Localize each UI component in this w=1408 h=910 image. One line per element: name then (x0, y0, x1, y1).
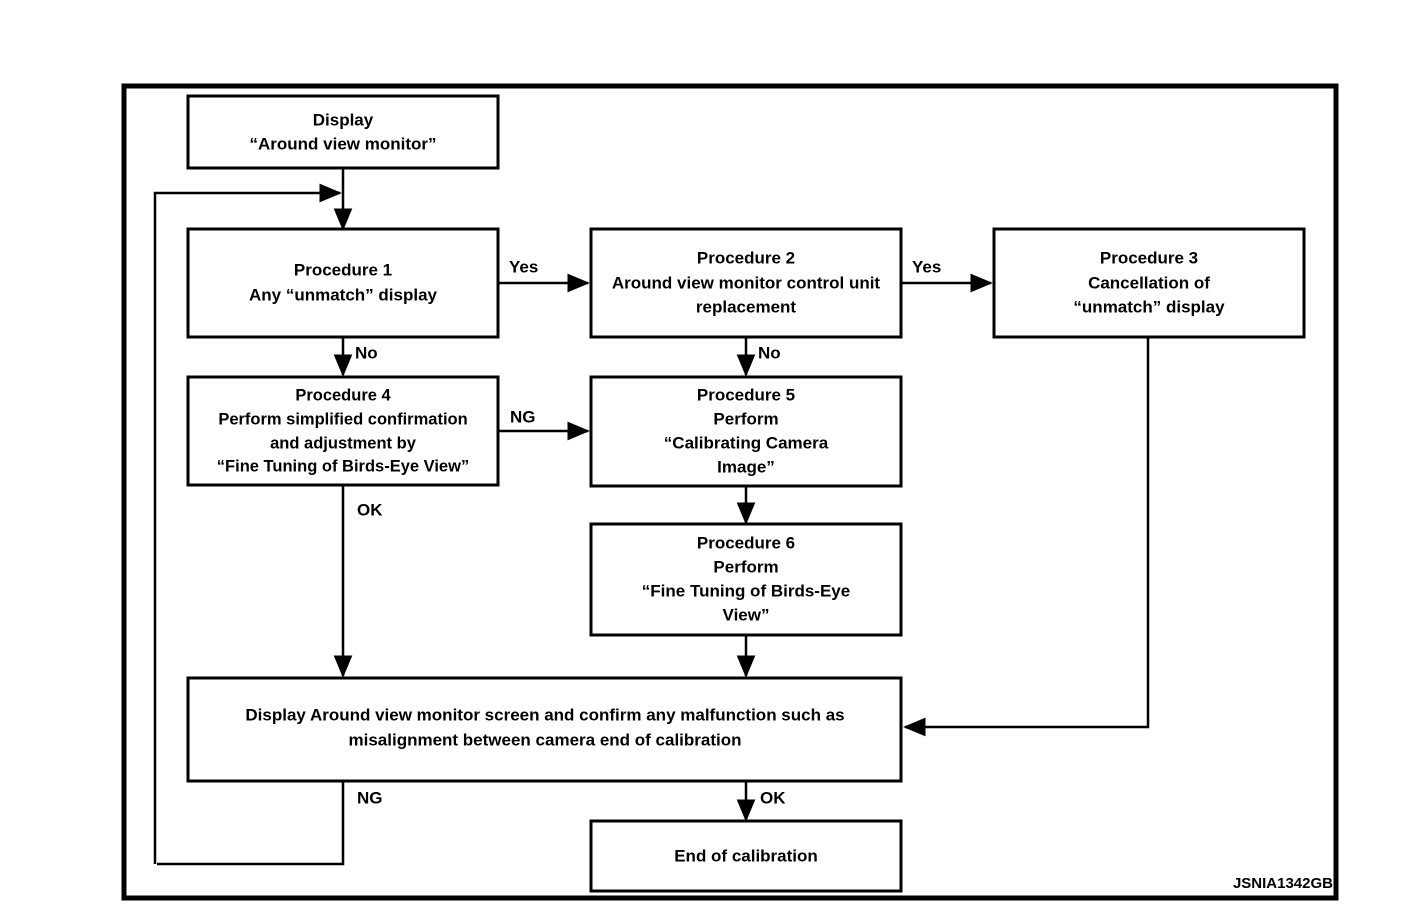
node-line: Image” (717, 457, 775, 476)
node-procedure-3: Procedure 3 Cancellation of “unmatch” di… (992, 227, 1306, 339)
node-box (589, 819, 903, 893)
node-line: Display (313, 110, 374, 129)
node-box (186, 375, 500, 487)
node-line: Procedure 2 (697, 248, 795, 267)
node-line: “Fine Tuning of Birds-Eye View” (217, 457, 469, 475)
node-display-around-view-monitor: Display “Around view monitor” (186, 94, 500, 170)
node-line: and adjustment by (270, 434, 417, 452)
node-box (992, 227, 1306, 339)
node-line: “unmatch” display (1073, 297, 1225, 316)
node-box (589, 375, 903, 488)
node-procedure-5: Procedure 5 Perform “Calibrating Camera … (589, 375, 903, 488)
node-line: Procedure 5 (697, 385, 795, 404)
node-line: Perform (713, 409, 778, 428)
edge-label-procedure4-ok: OK (357, 500, 383, 519)
node-line: View” (723, 605, 770, 624)
node-line: replacement (696, 297, 796, 316)
node-line: Any “unmatch” display (249, 285, 438, 304)
node-line: Procedure 1 (294, 260, 392, 279)
node-procedure-1: Procedure 1 Any “unmatch” display (186, 227, 500, 339)
node-procedure-4: Procedure 4 Perform simplified confirmat… (186, 375, 500, 487)
node-procedure-2: Procedure 2 Around view monitor control … (589, 227, 903, 339)
node-line: Procedure 6 (697, 533, 795, 552)
node-end-of-calibration: End of calibration (589, 819, 903, 893)
node-box (589, 227, 903, 339)
connector-procedure3-to-display (903, 336, 1150, 737)
connector-display-ng-return (157, 781, 345, 866)
node-box (186, 94, 500, 170)
node-procedure-6: Procedure 6 Perform “Fine Tuning of Bird… (589, 522, 903, 637)
node-line: Procedure 4 (295, 386, 391, 404)
edge-label-procedure2-yes: Yes (912, 257, 941, 276)
node-line: “Calibrating Camera (664, 433, 829, 452)
node-box (186, 227, 500, 339)
node-line: “Fine Tuning of Birds-Eye (642, 581, 850, 600)
node-box (186, 676, 903, 783)
edge-label-procedure1-no: No (355, 343, 378, 362)
node-line: “Around view monitor” (250, 134, 437, 153)
node-line: Cancellation of (1088, 273, 1210, 292)
node-line: Procedure 3 (1100, 248, 1198, 267)
node-line: misalignment between camera end of calib… (349, 730, 742, 749)
edge-label-display-ng: NG (357, 788, 383, 807)
edge-label-procedure4-ng: NG (510, 407, 536, 426)
node-line: Display Around view monitor screen and c… (245, 705, 844, 724)
connector-feedback-loop (153, 183, 342, 864)
node-display-confirm: Display Around view monitor screen and c… (186, 676, 903, 783)
edge-label-procedure2-no: No (758, 343, 781, 362)
edge-label-procedure1-yes: Yes (509, 257, 538, 276)
figure-caption: JSNIA1342GB (1233, 875, 1333, 892)
node-box (589, 522, 903, 637)
node-line: End of calibration (674, 846, 818, 865)
node-line: Perform simplified confirmation (218, 410, 467, 428)
edge-label-display-ok: OK (760, 788, 786, 807)
node-line: Perform (713, 557, 778, 576)
node-line: Around view monitor control unit (612, 273, 881, 292)
